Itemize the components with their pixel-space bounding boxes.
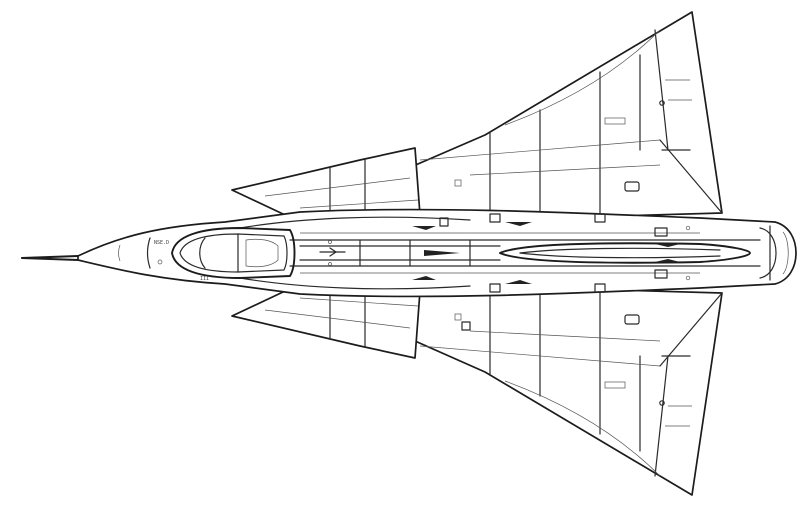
upper-wing	[299, 11, 723, 221]
cockpit-canopy	[171, 227, 296, 279]
lower-wing	[299, 285, 723, 496]
spine-fairing-mark	[424, 250, 460, 256]
fwd-stencil-label: III	[200, 276, 209, 282]
nose-stencil-label: NSE.D	[154, 240, 169, 246]
fuselage: NSE.D III	[21, 179, 797, 331]
dorsal-fin	[499, 242, 751, 264]
